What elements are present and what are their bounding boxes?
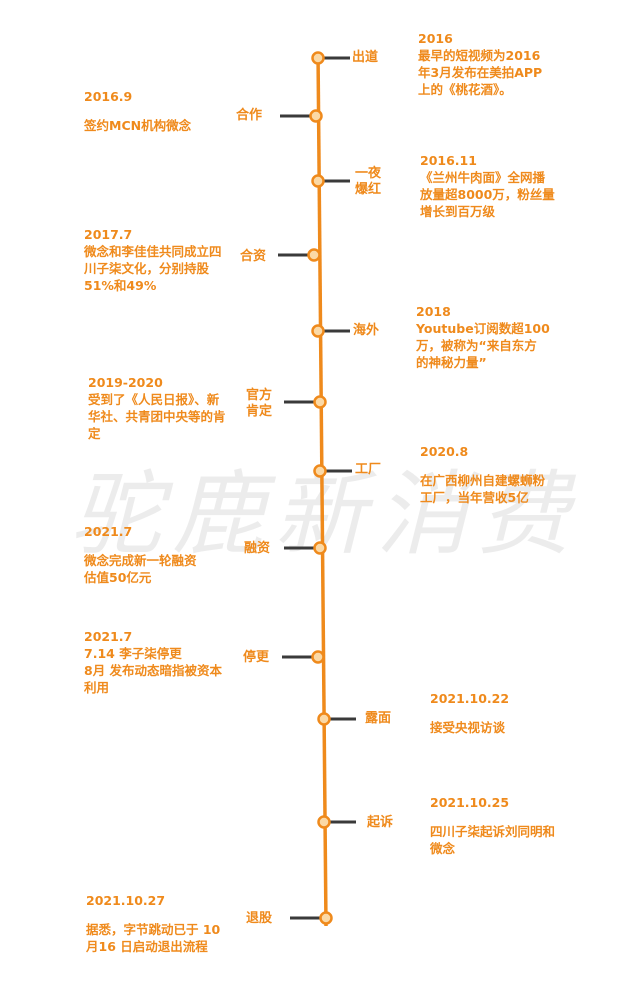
event-description: 2019-2020 受到了《人民日报》、新华社、共青团中央等的肯定 [88,374,226,442]
spacer [84,540,197,552]
spacer [430,811,555,823]
event-text-line: 微念 [430,841,456,856]
event-text-line: 《兰州牛肉面》全网播 [420,170,546,185]
event-text-line: 利用 [84,680,110,695]
spacer [84,105,191,117]
event-text-line: 定 [88,426,101,441]
event-text-line: 年3月发布在美拍APP [418,65,543,80]
spacer [420,460,545,472]
event-description: 2020.8 在广西柳州自建螺蛳粉工厂，当年营收5亿 [420,443,545,506]
event-text-line: 四川子柒起诉刘同明和 [430,824,556,839]
event-text-line: 受到了《人民日报》、新 [88,392,220,407]
event-text-line: 7.14 李子柒停更 [84,646,182,661]
event-description: 2016 最早的短视频为2016 年3月发布在美拍APP 上的《桃花酒》。 [418,30,542,98]
timeline-node [307,248,321,262]
timeline-node [317,712,331,726]
event-text-line: 放量超8000万，粉丝量 [420,187,555,202]
timeline-node [313,541,327,555]
timeline-node [309,109,323,123]
spacer [430,707,509,719]
event-date: 2021.10.25 [430,795,510,810]
event-text-line: Youtube订阅数超100 [416,321,550,336]
event-label: 退股 [246,911,273,926]
timeline-node [311,51,325,65]
event-text-line: 的神秘力量” [416,355,487,370]
event-label: 合资 [240,249,267,264]
event-date: 2020.8 [420,444,469,459]
event-description: 2016.9 签约MCN机构微念 [84,88,191,134]
event-text-line: 最早的短视频为2016 [418,48,541,63]
event-date: 2016.9 [84,89,133,104]
event-text-line: 月16 日启动退出流程 [86,939,208,954]
event-date: 2017.7 [84,227,133,242]
event-date: 2019-2020 [88,375,163,390]
event-label: 一夜爆红 [355,166,382,197]
event-description: 2021.10.25 四川子柒起诉刘同明和微念 [430,794,555,857]
event-text-line: 微念完成新一轮融资 [84,553,197,568]
event-date: 2021.7 [84,629,133,644]
timeline-node [311,650,325,664]
event-description: 2021.10.27 据悉，字节跳动已于 10 月16 日启动退出流程 [86,892,220,955]
event-text-line: 川子柒文化，分别持股 [84,261,210,276]
timeline-node [317,815,331,829]
event-label: 官方肯定 [246,388,273,419]
event-label: 露面 [365,711,392,726]
event-date: 2021.10.27 [86,893,166,908]
event-description: 2021.7 微念完成新一轮融资估值50亿元 [84,523,197,586]
event-text-line: 华社、共青团中央等的肯 [88,409,226,424]
event-date: 2021.7 [84,524,133,539]
event-text-line: 在广西柳州自建螺蛳粉 [420,473,546,488]
timeline-node [311,174,325,188]
event-label: 出道 [352,50,379,65]
event-date: 2021.10.22 [430,691,510,706]
event-description: 2016.11 《兰州牛肉面》全网播放量超8000万，粉丝量增长到百万级 [420,152,555,220]
event-text-line: 接受央视访谈 [430,720,506,735]
timeline-node [313,464,327,478]
event-text-line: 51%和49% [84,278,157,293]
event-label: 起诉 [367,815,394,830]
event-text-line: 上的《桃花酒》。 [418,82,512,97]
timeline-node [313,395,327,409]
event-text-line: 微念和李佳佳共同成立四 [84,244,222,259]
timeline-node [319,911,333,925]
event-date: 2016 [418,31,453,46]
event-text-line: 签约MCN机构微念 [84,118,192,133]
event-description: 2017.7 微念和李佳佳共同成立四川子柒文化，分别持股 51%和49% [84,226,222,294]
event-label: 工厂 [355,462,382,477]
event-label: 海外 [353,323,380,338]
event-text-line: 增长到百万级 [420,204,496,219]
timeline-node [311,324,325,338]
event-label: 融资 [244,541,271,556]
event-text-line: 工厂，当年营收5亿 [420,490,529,505]
event-description: 2021.7 7.14 李子柒停更 8月 发布动态暗指被资本利用 [84,628,222,696]
timeline-axis [316,51,328,927]
spacer [86,909,220,921]
event-date: 2018 [416,304,451,319]
event-text-line: 8月 发布动态暗指被资本 [84,663,223,678]
event-label: 停更 [243,650,270,665]
event-text-line: 估值50亿元 [84,570,152,585]
event-text-line: 万，被称为“来自东方 [416,338,537,353]
event-text-line: 据悉，字节跳动已于 10 [86,922,221,937]
event-description: 2021.10.22 接受央视访谈 [430,690,509,736]
event-date: 2016.11 [420,153,477,168]
event-label: 合作 [236,108,263,123]
